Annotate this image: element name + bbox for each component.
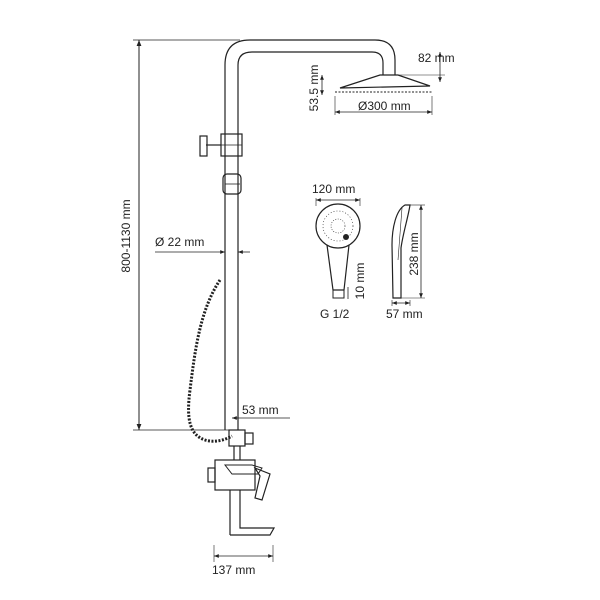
height-range-label: 800-1130 mm: [119, 199, 133, 272]
head-thickness-label: 53.5 mm: [307, 65, 321, 112]
pipe-diameter-dimension: Ø 22 mm: [155, 235, 250, 254]
mixer-assembly: [207, 429, 276, 536]
pipe-diameter-label: Ø 22 mm: [155, 235, 204, 249]
overhead-shower-head: 82 mm 53.5 mm Ø300 mm: [307, 51, 455, 115]
base-width-dimension: 137 mm: [212, 545, 274, 577]
height-dimension: 800-1130 mm: [119, 39, 240, 431]
outlet-offset-dimension: 53 mm: [232, 403, 290, 420]
head-diameter-label: Ø300 mm: [358, 99, 411, 113]
hand-depth-label: 57 mm: [386, 307, 423, 321]
hand-shower-side-view: 238 mm 57 mm: [386, 204, 425, 321]
top-depth-label: 82 mm: [418, 51, 455, 65]
hand-shower-front-view: 120 mm 10 mm G 1/2: [312, 182, 367, 321]
riser-pipe: [199, 39, 396, 430]
outlet-offset-label: 53 mm: [242, 403, 279, 417]
hand-length-label: 238 mm: [407, 232, 421, 275]
base-width-label: 137 mm: [212, 563, 255, 577]
hand-thread-label: G 1/2: [320, 307, 350, 321]
hand-width-label: 120 mm: [312, 182, 355, 196]
hand-neck-label: 10 mm: [353, 263, 367, 300]
